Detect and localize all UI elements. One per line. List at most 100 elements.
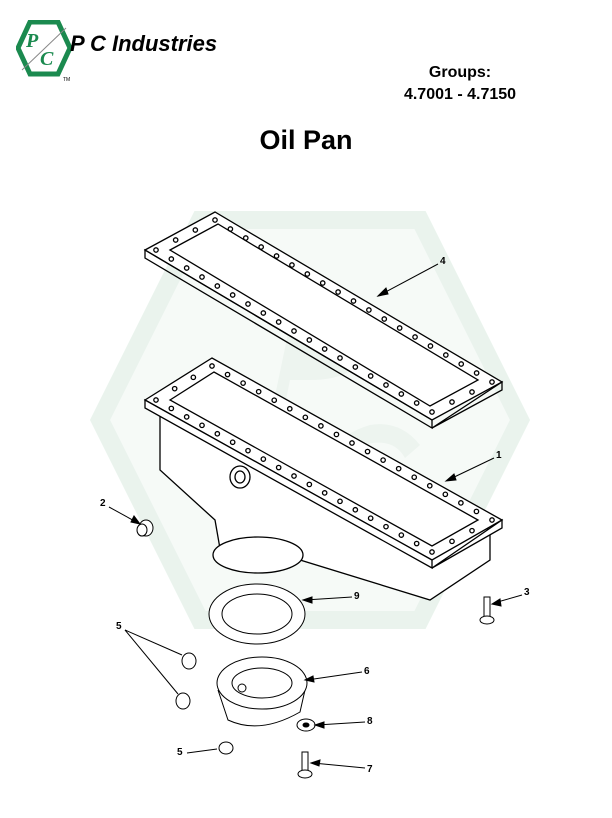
gasket-part-4 <box>143 211 504 430</box>
bolt-hole <box>214 283 221 289</box>
bolt-hole <box>442 352 449 358</box>
bolt-hole <box>286 405 293 412</box>
leader-lines <box>108 263 523 769</box>
bolt-hole <box>442 491 449 498</box>
bolt-hole <box>183 414 190 420</box>
bolt-hole <box>209 363 215 369</box>
bolt-hole <box>275 319 282 325</box>
bolt-hole <box>224 371 231 378</box>
callout-labels: 4 1 2 3 9 5 6 8 5 7 <box>100 256 530 775</box>
bolt-hole <box>412 334 418 340</box>
bolt-hole <box>242 235 249 241</box>
callout-9: 9 <box>354 591 360 602</box>
callout-5b: 5 <box>177 747 183 758</box>
bolt-hole <box>337 498 343 505</box>
bolt-hole <box>449 538 455 545</box>
bolt-hole <box>229 292 236 298</box>
bolt-hole <box>381 316 388 322</box>
bolt-hole <box>429 409 435 415</box>
bolt-hole <box>168 256 175 262</box>
bolt-hole <box>398 391 405 397</box>
callout-1: 1 <box>496 450 502 461</box>
bolt-hole <box>349 440 355 446</box>
bolt-hole <box>458 361 465 367</box>
oil-pan-part-1 <box>143 357 504 601</box>
plug-part-2 <box>136 519 154 537</box>
bolt-part-7 <box>297 751 313 779</box>
bolt-hole <box>473 370 480 376</box>
callout-5: 5 <box>116 621 122 632</box>
bolt-hole <box>172 237 179 243</box>
bolt-hole <box>383 523 389 530</box>
bolt-hole <box>352 506 359 513</box>
ring-gasket-part-9 <box>208 583 306 645</box>
bolt-hole <box>395 465 402 472</box>
bolt-hole <box>469 527 475 534</box>
bolt-hole <box>489 379 495 385</box>
bolt-hole <box>366 307 372 313</box>
groups-info: Groups: 4.7001 - 4.7150 <box>380 62 540 106</box>
bolt-hole <box>171 385 178 392</box>
bolt-hole <box>192 227 199 233</box>
page-title: Oil Pan <box>259 125 353 155</box>
bolt-hole <box>260 310 267 316</box>
bolt-hole <box>291 328 297 334</box>
bolt-hole <box>306 337 313 343</box>
plug-part-5 <box>175 652 234 755</box>
callout-6: 6 <box>364 666 370 677</box>
bolt-hole <box>449 399 455 405</box>
bolt-hole <box>321 490 328 496</box>
pc-industries-logo: P C TM <box>16 20 72 82</box>
bolt-hole <box>199 274 205 280</box>
bolt-hole <box>335 289 341 295</box>
bolt-hole <box>153 247 159 253</box>
callout-8: 8 <box>367 716 373 727</box>
bolt-hole <box>426 482 433 489</box>
bolt-hole <box>275 464 282 471</box>
bolt-hole <box>306 481 313 488</box>
bolt-part-3 <box>479 596 495 625</box>
groups-label: Groups: <box>428 64 492 81</box>
bolt-hole <box>413 540 420 547</box>
bolt-hole <box>367 373 374 379</box>
bolt-hole <box>214 430 221 437</box>
bolt-hole <box>398 532 405 538</box>
callout-2: 2 <box>100 498 106 509</box>
bolt-hole <box>318 423 324 429</box>
bolt-hole <box>352 364 359 370</box>
bolt-hole <box>304 271 311 277</box>
callout-7: 7 <box>367 764 373 775</box>
sump-cover-part-6 <box>216 656 308 727</box>
logo-tm: TM <box>63 77 70 82</box>
bolt-hole <box>212 217 218 223</box>
bolt-hole <box>458 500 464 506</box>
bolt-hole <box>255 388 262 395</box>
bolt-hole <box>429 549 435 555</box>
callout-4: 4 <box>440 256 446 267</box>
bolt-hole <box>273 253 280 259</box>
svg-text:P: P <box>25 30 39 52</box>
bolt-hole <box>473 508 480 515</box>
bolt-hole <box>427 343 434 349</box>
bolt-hole <box>229 439 236 446</box>
bolt-hole <box>183 265 190 271</box>
bolt-hole <box>199 422 205 429</box>
bolt-hole <box>240 380 246 386</box>
bolt-hole <box>258 244 265 250</box>
bolt-hole <box>337 355 343 361</box>
bolt-hole <box>227 226 234 232</box>
svg-text:C: C <box>40 48 54 70</box>
washer-part-8 <box>296 718 316 732</box>
bolt-hole <box>190 374 197 381</box>
bolt-hole <box>271 397 278 404</box>
bolt-hole <box>289 262 295 268</box>
bolt-hole <box>260 456 267 462</box>
bolt-hole <box>333 431 340 438</box>
groups-range: 4.7001 - 4.7150 <box>403 86 517 103</box>
bolt-hole <box>367 515 374 522</box>
callout-3: 3 <box>524 587 530 598</box>
bolt-hole <box>383 382 389 388</box>
bolt-hole <box>364 448 371 455</box>
bolt-hole <box>469 389 475 395</box>
